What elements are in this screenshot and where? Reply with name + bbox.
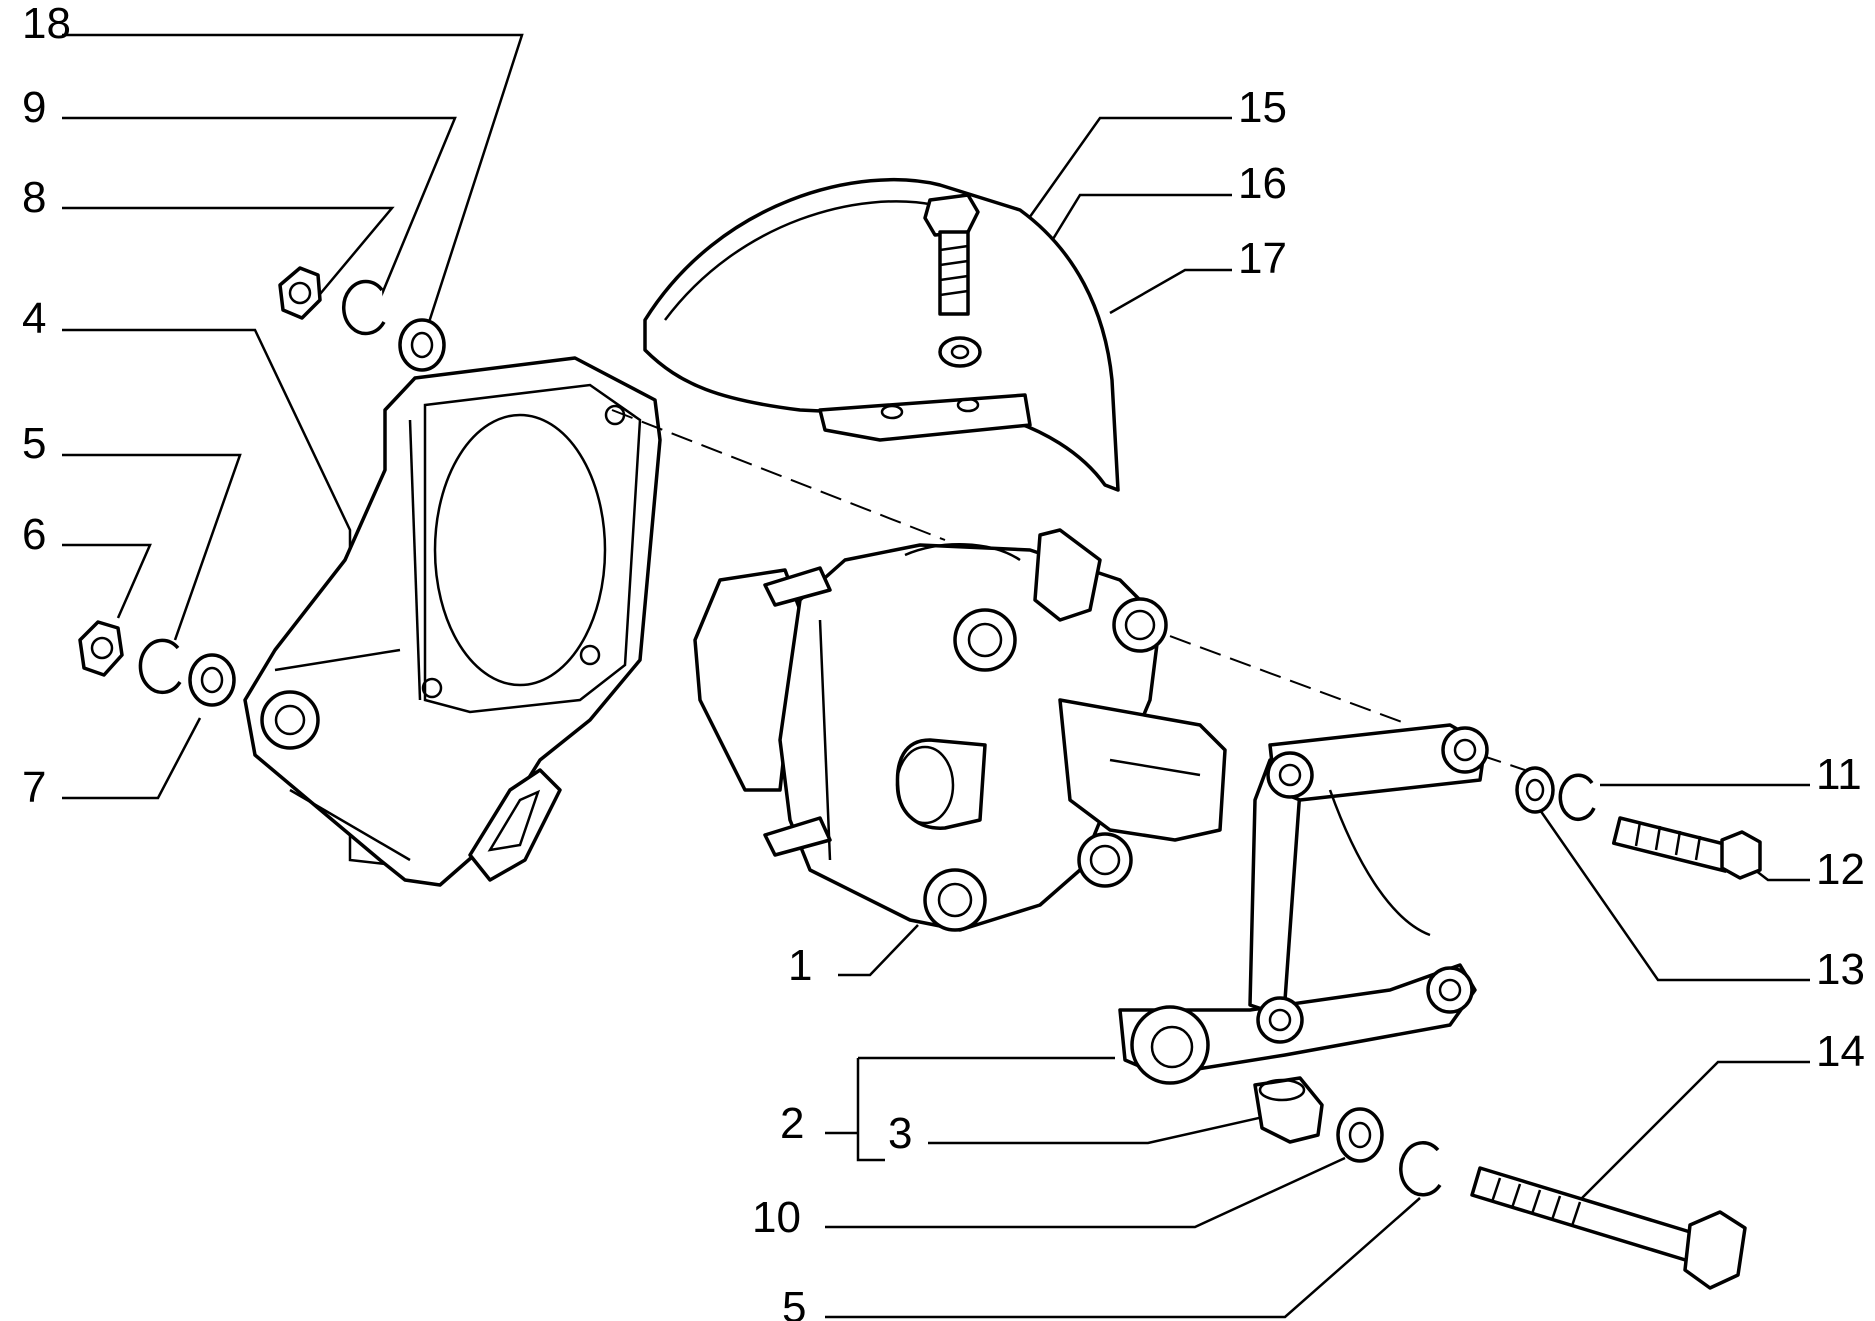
callout-7: 7 (22, 763, 46, 812)
bracket-plate (243, 356, 662, 887)
callout-2: 2 (780, 1099, 804, 1148)
support-bracket (1118, 723, 1489, 1085)
lower-left-fasteners (78, 620, 236, 707)
heat-shield (643, 178, 1120, 492)
callout-5: 5 (22, 419, 46, 468)
right-fasteners (1515, 766, 1762, 880)
lower-fasteners (1253, 1076, 1747, 1290)
callout-15: 15 (1238, 83, 1287, 132)
callout-11: 11 (1816, 750, 1862, 799)
upper-left-fasteners (278, 266, 446, 372)
callout-5-lower: 5 (782, 1283, 806, 1321)
shield-screw (923, 193, 982, 368)
pump-body (693, 528, 1227, 932)
callout-6: 6 (22, 510, 46, 559)
callout-14: 14 (1816, 1027, 1865, 1076)
callout-3: 3 (888, 1109, 912, 1158)
callout-9: 9 (22, 83, 46, 132)
callout-4: 4 (22, 294, 46, 343)
callout-1: 1 (788, 941, 812, 990)
callout-12: 12 (1816, 845, 1865, 894)
callout-labels: 18 9 8 4 5 6 7 15 16 17 11 12 13 1 14 2 … (22, 0, 1865, 1321)
callout-13: 13 (1816, 945, 1865, 994)
callout-8: 8 (22, 173, 46, 222)
callout-18: 18 (22, 0, 71, 48)
callout-10: 10 (752, 1193, 801, 1242)
callout-17: 17 (1238, 234, 1287, 283)
callout-16: 16 (1238, 159, 1287, 208)
leader-lines (62, 33, 1810, 1319)
